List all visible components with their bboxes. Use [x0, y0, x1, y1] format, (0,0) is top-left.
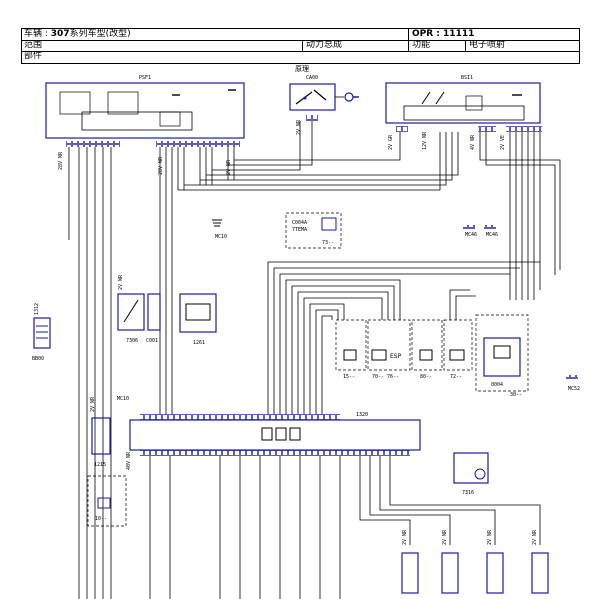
- lower-wires: [149, 456, 541, 599]
- c1215-label: 1215: [94, 462, 106, 468]
- mc10b-label: MC10: [117, 396, 129, 402]
- c004a-sub: 7TEMA: [292, 227, 307, 233]
- c1261-label: 1261: [193, 340, 205, 346]
- c7316-label: 7316: [462, 490, 474, 496]
- wire-label-inj1: 2V NR: [402, 529, 408, 545]
- function-label-cell: 功能: [412, 40, 431, 50]
- header-row-scope: 范围 动力总成 功能 电子喷射: [22, 40, 579, 52]
- c1215-block: 1215 10--: [87, 417, 127, 527]
- mc10-label: MC10: [215, 234, 227, 240]
- r30-label: 30--: [510, 392, 522, 398]
- mc52-label: MC52: [568, 386, 580, 392]
- header-row-parts: 部件: [22, 51, 579, 62]
- ecu-harness: [159, 261, 540, 420]
- psf1-label: PSF1: [139, 75, 151, 81]
- c004a-ref: 73--: [322, 240, 334, 246]
- c0004-label: 0004: [491, 382, 503, 388]
- esp-label: ESP: [390, 353, 402, 360]
- r15-label: 15--: [343, 374, 355, 380]
- c7316-block: 7316: [453, 452, 489, 496]
- wire-label-40v: 40V NR: [126, 451, 132, 470]
- wire-label-inj2: 2V NR: [442, 529, 448, 545]
- wire-label-28v: 28V NR: [58, 151, 64, 170]
- wire-label-2v-7306: 2V NR: [118, 274, 124, 290]
- battery-bb00: BB00: [32, 317, 51, 362]
- m1320-label: 1320: [356, 412, 368, 418]
- header-table: 车辆 : 307系列车型(改型) OPR : 11111 范围 动力总成 功能 …: [21, 28, 580, 64]
- wire-label-2v-ve: 2V VE: [500, 135, 506, 150]
- ca00-label: CA00: [306, 75, 318, 81]
- bsi1-module: BSI1: [385, 75, 542, 132]
- c004a-label: C004A: [292, 220, 307, 226]
- wire-label-2v-gr: 2V GR: [388, 134, 394, 150]
- wire-label-12v: 12V NR: [422, 131, 428, 150]
- ca00-switch: CA00: [289, 75, 359, 121]
- wire-labels: 28V NR 28V NR 2V NR 2V NR 2V GR 12V NR 4…: [34, 119, 538, 545]
- c004a-block: C004A 7TEMA 73--: [285, 212, 342, 249]
- sensor-group-left: 7306 C001 1261: [117, 293, 217, 346]
- wire-label-28v-b: 28V NR: [158, 156, 164, 175]
- main-harness: [178, 121, 561, 300]
- mc46a-label: MC46: [465, 232, 477, 238]
- wire-label-2v-ca: 2V NR: [296, 119, 302, 135]
- r72-label: 72--: [450, 374, 462, 380]
- wire-label-2v-1215: 2V NR: [90, 396, 96, 412]
- psf1-wires: [68, 147, 235, 599]
- vehicle-suffix: 系列车型(改型): [69, 29, 131, 39]
- mc46b-label: MC46: [486, 232, 498, 238]
- wire-label-4v: 4V NR: [470, 134, 476, 150]
- c0001-label: C001: [146, 338, 158, 344]
- vehicle-model: 307: [50, 29, 70, 39]
- parts-cell: 部件: [24, 51, 43, 61]
- wire-label-2v: 2V NR: [226, 159, 232, 175]
- r10-label: 10--: [95, 516, 107, 522]
- bsi1-label: BSI1: [461, 75, 473, 81]
- psf1-module: PSF1: [45, 75, 245, 147]
- vehicle-cell: 车辆 : 307系列车型(改型): [22, 29, 404, 40]
- injectors: [401, 552, 549, 594]
- vehicle-label: 车辆 :: [24, 29, 51, 39]
- diagram-title: 原理: [295, 65, 309, 73]
- c7306-label: 7306: [126, 338, 138, 344]
- bb00-label: BB00: [32, 356, 44, 362]
- ecu-1320: 1320: [129, 412, 421, 456]
- relay-blocks: 15-- ESP 70-- 76-- 80-- 72--: [335, 319, 473, 380]
- wire-label-inj3: 2V NR: [487, 529, 493, 545]
- header-row-vehicle: 车辆 : 307系列车型(改型) OPR : 11111: [22, 29, 579, 41]
- c0004-block: 0004 30--: [475, 314, 529, 398]
- r80-label: 80--: [420, 374, 432, 380]
- wire-label-1312: 1312: [34, 303, 40, 315]
- opr-cell: OPR : 11111: [412, 29, 475, 39]
- function-value-cell: 电子喷射: [469, 40, 506, 50]
- powertrain-cell: 动力总成: [306, 40, 343, 50]
- wire-label-inj4: 2V NR: [532, 529, 538, 545]
- r70-label: 70-- 76--: [372, 374, 399, 380]
- scope-cell: 范围: [24, 40, 43, 50]
- ground-symbols: MC10 MC46 MC46 MC52 MC10: [117, 219, 580, 402]
